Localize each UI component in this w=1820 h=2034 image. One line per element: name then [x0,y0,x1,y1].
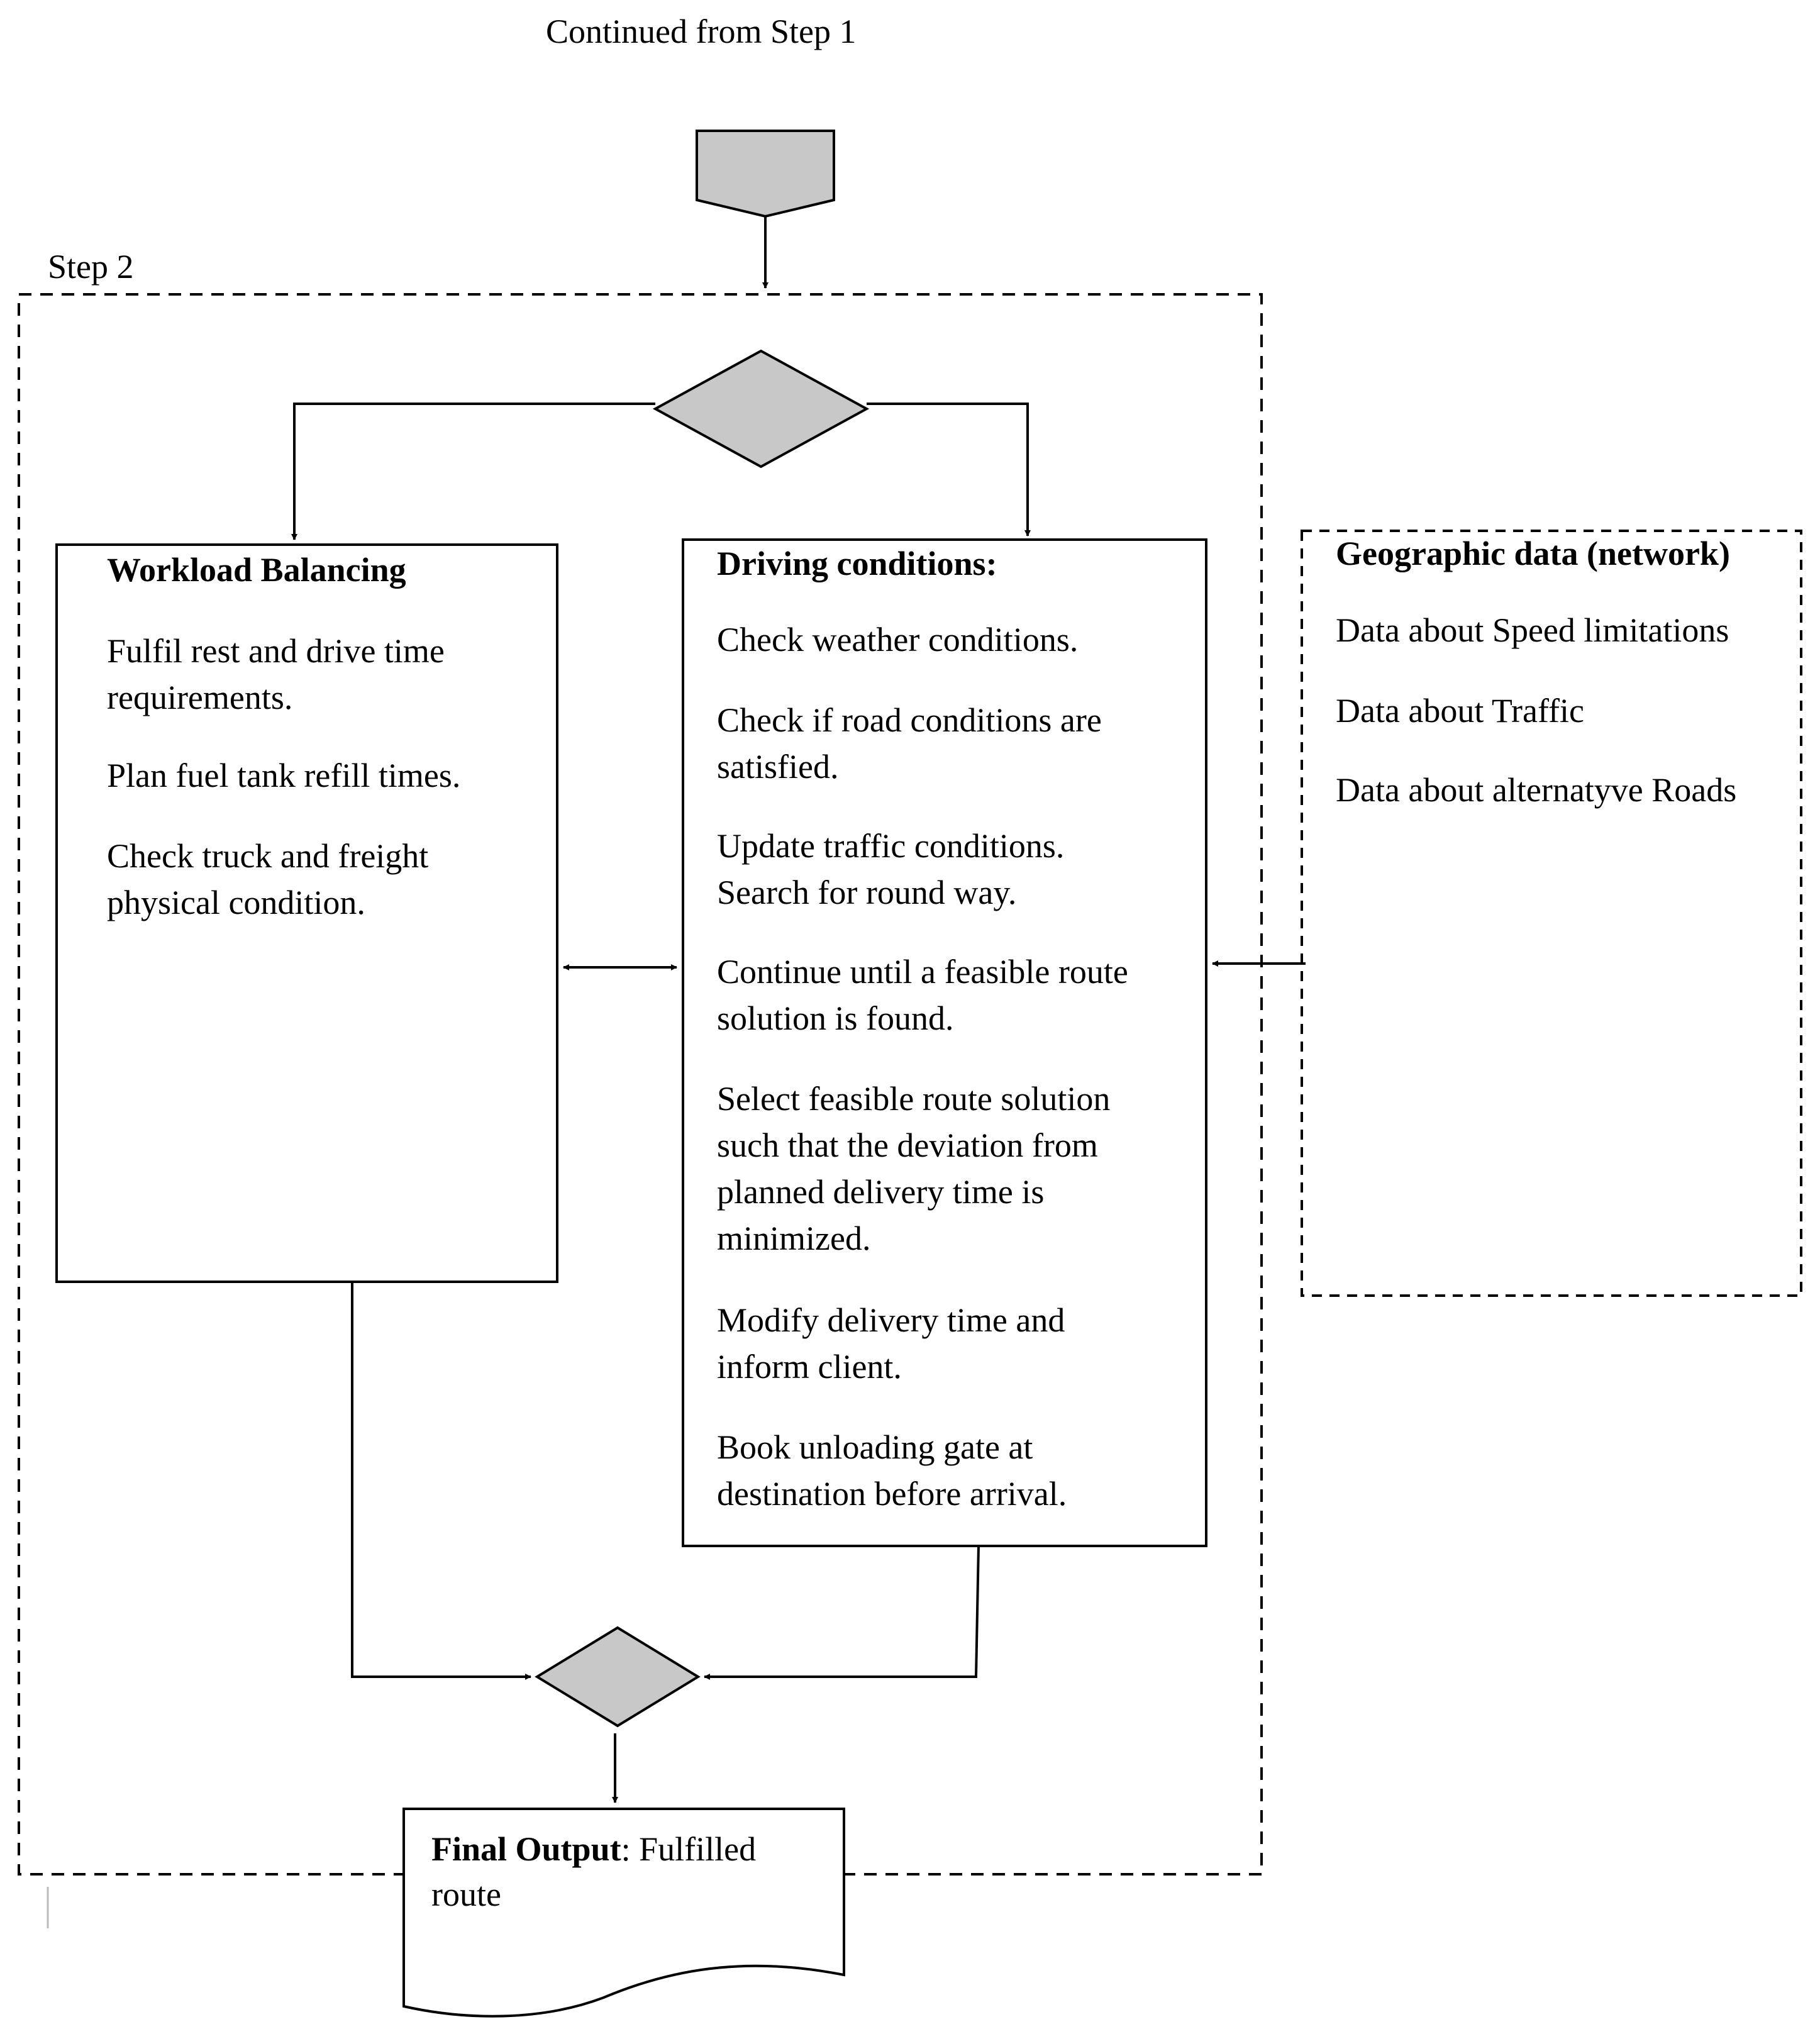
arrow-driving-to-merge [704,1545,980,1680]
final-output-bold: Final Output [431,1830,621,1868]
arrow-workload-to-merge [351,1282,531,1680]
geo-item: Data about Traffic [1336,692,1584,730]
step-label: Step 2 [48,248,134,286]
final-output-rest: : Fulfilled [621,1830,757,1868]
workload-item: Plan fuel tank refill times. [107,757,461,794]
driving-item: Check weather conditions. [717,621,1079,659]
geo-title: Geographic data (network) [1336,535,1730,572]
workload-box [55,543,558,1283]
arrow-to-driving [867,403,1031,536]
driving-title: Driving conditions: [717,545,997,582]
geo-item: Data about Speed limitations [1336,611,1729,649]
merge-diamond [535,1626,701,1728]
driving-box [682,538,1207,1547]
geo-data-box [1301,530,1802,1297]
off-page-connector [696,130,835,218]
driving-item: Update traffic conditions.Search for rou… [717,827,1065,911]
final-output-document [402,1808,845,2018]
workload-title: Workload Balancing [107,551,406,589]
arrow-to-workload [291,403,655,540]
final-output-label: Final Output: Fulfilled [431,1826,756,1872]
decision-diamond-top [652,349,870,469]
geo-item: Data about alternatyve Roads [1336,771,1737,809]
connector-label: Continued from Step 1 [546,13,857,50]
final-output-line2: route [431,1876,501,1913]
